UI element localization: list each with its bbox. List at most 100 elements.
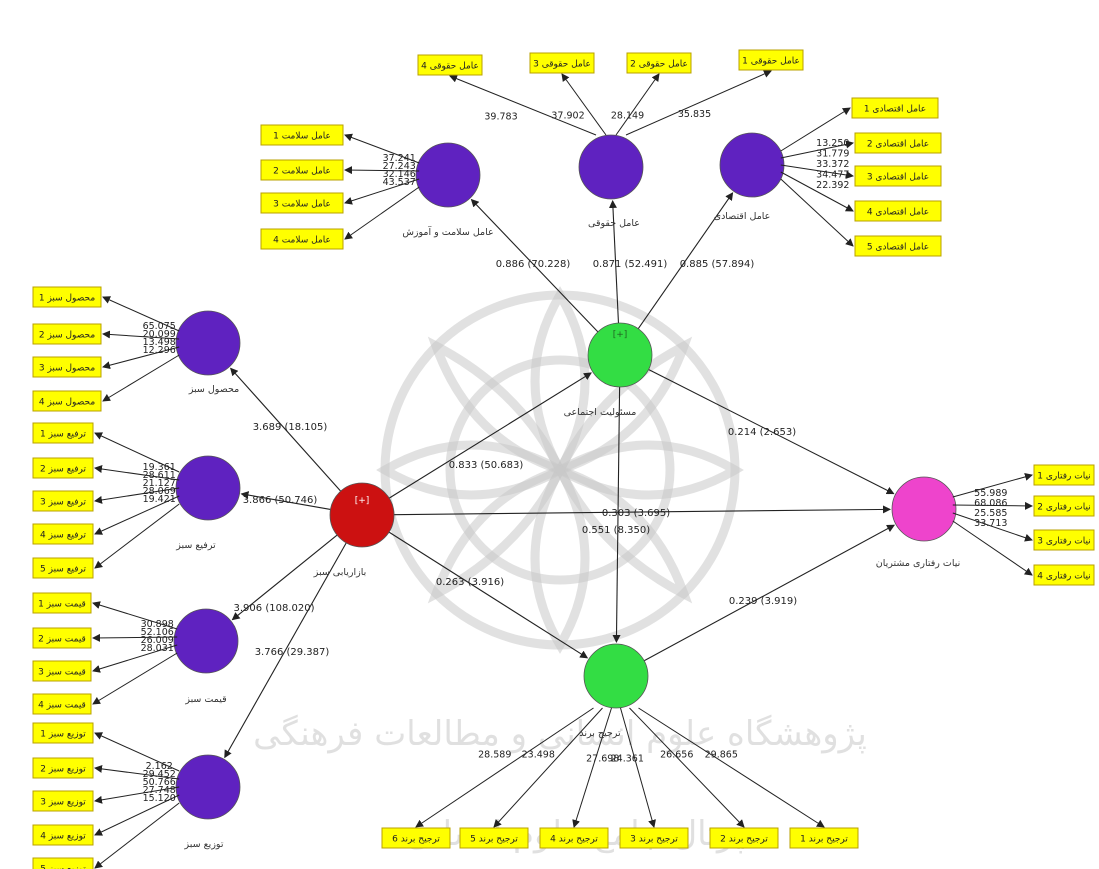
- loading-value: 23.498: [522, 750, 555, 761]
- indicator-box: [854, 165, 942, 187]
- path-coefficient-label: 3.766 (29.387): [255, 647, 330, 658]
- loading-arrow: [615, 73, 660, 136]
- latent-node-brand: [583, 643, 649, 709]
- indicator-label: ترفیع سبز 2: [40, 465, 86, 475]
- indicator-box: [1033, 495, 1095, 517]
- loading-arrow: [94, 786, 180, 804]
- indicator-box: [539, 827, 609, 849]
- loading-arrow: [780, 107, 851, 152]
- indicator-label: ترجیح برند 1: [800, 835, 848, 845]
- loading-value: 55.989: [974, 488, 1007, 499]
- indicator-label: ترفیع سبز 4: [40, 531, 86, 541]
- loading-value: 13.250: [816, 138, 849, 149]
- loading-value: 30.898: [141, 619, 174, 630]
- indicator-label: عامل اقتصادی 3: [867, 173, 929, 183]
- loading-arrow: [92, 652, 178, 705]
- loading-value: 24.361: [611, 754, 644, 765]
- path-arrow-marketing-promo: [240, 491, 331, 511]
- node-label: بازاریابی سبز: [313, 567, 367, 578]
- indicator-label: عامل اقتصادی 2: [867, 140, 929, 150]
- indicator-box: [1033, 464, 1095, 486]
- loading-arrow: [94, 802, 180, 869]
- indicator-box: [32, 356, 102, 378]
- loading-value: 28.149: [611, 111, 644, 122]
- indicator-box: [854, 200, 942, 222]
- path-coefficient-label: 0.886 (70.228): [496, 259, 571, 270]
- loading-value: 32.146: [383, 169, 416, 180]
- latent-node-intent: [891, 476, 957, 542]
- loading-value: 20.099: [143, 329, 176, 340]
- path-arrow-csr-brand: [612, 386, 621, 644]
- loading-arrow: [638, 707, 825, 828]
- node-label: نیات رفتاری مشتریان: [876, 558, 961, 569]
- indicator-label: توزیع سبز 2: [40, 765, 86, 775]
- indicator-box: [851, 97, 939, 119]
- loading-value: 28.031: [141, 643, 174, 654]
- loading-arrow: [780, 140, 854, 159]
- node-label: عامل سلامت و آموزش: [402, 225, 493, 238]
- indicator-box: [854, 132, 942, 154]
- loading-value: 19.421: [143, 494, 176, 505]
- loading-value: 22.392: [816, 180, 849, 191]
- indicator-label: ترفیع سبز 1: [40, 430, 86, 440]
- loading-value: 27.698: [586, 754, 619, 765]
- path-arrow-csr-intent: [648, 368, 895, 495]
- loading-value: 35.835: [678, 109, 711, 120]
- loading-arrow: [92, 633, 178, 642]
- path-arrow-brand-intent: [643, 524, 895, 662]
- loading-arrow: [344, 186, 420, 240]
- path-coefficient-label: 3.866 (50.746): [243, 495, 318, 506]
- indicator-box: [1033, 564, 1095, 586]
- path-coefficient-label: 0.885 (57.894): [680, 259, 755, 270]
- indicator-label: قیمت سبز 3: [38, 668, 86, 678]
- loading-value: 37.902: [551, 111, 584, 122]
- loading-arrow: [629, 707, 745, 828]
- indicator-box: [381, 827, 451, 849]
- indicator-label: قیمت سبز 2: [38, 635, 86, 645]
- indicator-label: قیمت سبز 1: [38, 600, 86, 610]
- loading-value: 28.611: [143, 470, 176, 481]
- node-label: مسئولیت اجتماعی: [564, 407, 637, 418]
- indicator-box: [32, 457, 94, 479]
- latent-node-dist: [175, 754, 241, 820]
- loading-value: 26.656: [660, 750, 693, 761]
- loading-value: 26.009: [141, 635, 174, 646]
- loading-value: 65.075: [143, 321, 176, 332]
- indicator-box: [260, 159, 344, 181]
- loading-arrow: [94, 465, 180, 481]
- indicator-label: عامل سلامت 3: [273, 200, 331, 210]
- indicator-label: عامل سلامت 1: [273, 132, 331, 142]
- loading-arrow: [344, 178, 420, 205]
- latent-node-health: [415, 142, 481, 208]
- indicator-label: ترجیح برند 2: [720, 835, 768, 845]
- indicator-box: [32, 790, 94, 812]
- indicator-label: عامل اقتصادی 4: [867, 208, 929, 218]
- indicator-label: محصول سبز 3: [39, 364, 95, 374]
- loading-arrow: [952, 520, 1033, 576]
- latent-node-price: [173, 608, 239, 674]
- loading-value: 2.162: [146, 761, 173, 772]
- loading-value: 31.779: [816, 149, 849, 160]
- indicator-box: [32, 523, 94, 545]
- node-label: عامل اقتصادی: [714, 211, 771, 222]
- loading-arrow: [780, 178, 854, 247]
- indicator-label: محصول سبز 1: [39, 294, 95, 304]
- path-coefficient-label: 3.906 (108.020): [234, 603, 315, 614]
- node-label: قیمت سبز: [184, 694, 226, 705]
- indicator-label: قیمت سبز 4: [38, 701, 86, 711]
- indicator-box: [709, 827, 779, 849]
- indicator-label: توزیع سبز 4: [40, 832, 86, 842]
- path-coefficient-label: 0.263 (3.916): [436, 577, 504, 588]
- indicator-box: [529, 52, 595, 74]
- loading-arrow: [94, 764, 180, 780]
- loading-arrow: [94, 732, 180, 772]
- path-arrow-marketing-csr: [388, 372, 592, 499]
- indicator-box: [738, 49, 804, 71]
- loading-value: 27.748: [143, 785, 176, 796]
- path-coefficient-label: 0.214 (2.653): [728, 427, 796, 438]
- indicator-box: [260, 192, 344, 214]
- indicator-box: [854, 235, 942, 257]
- indicator-label: ترجیح برند 5: [470, 835, 518, 845]
- indicator-box: [32, 490, 94, 512]
